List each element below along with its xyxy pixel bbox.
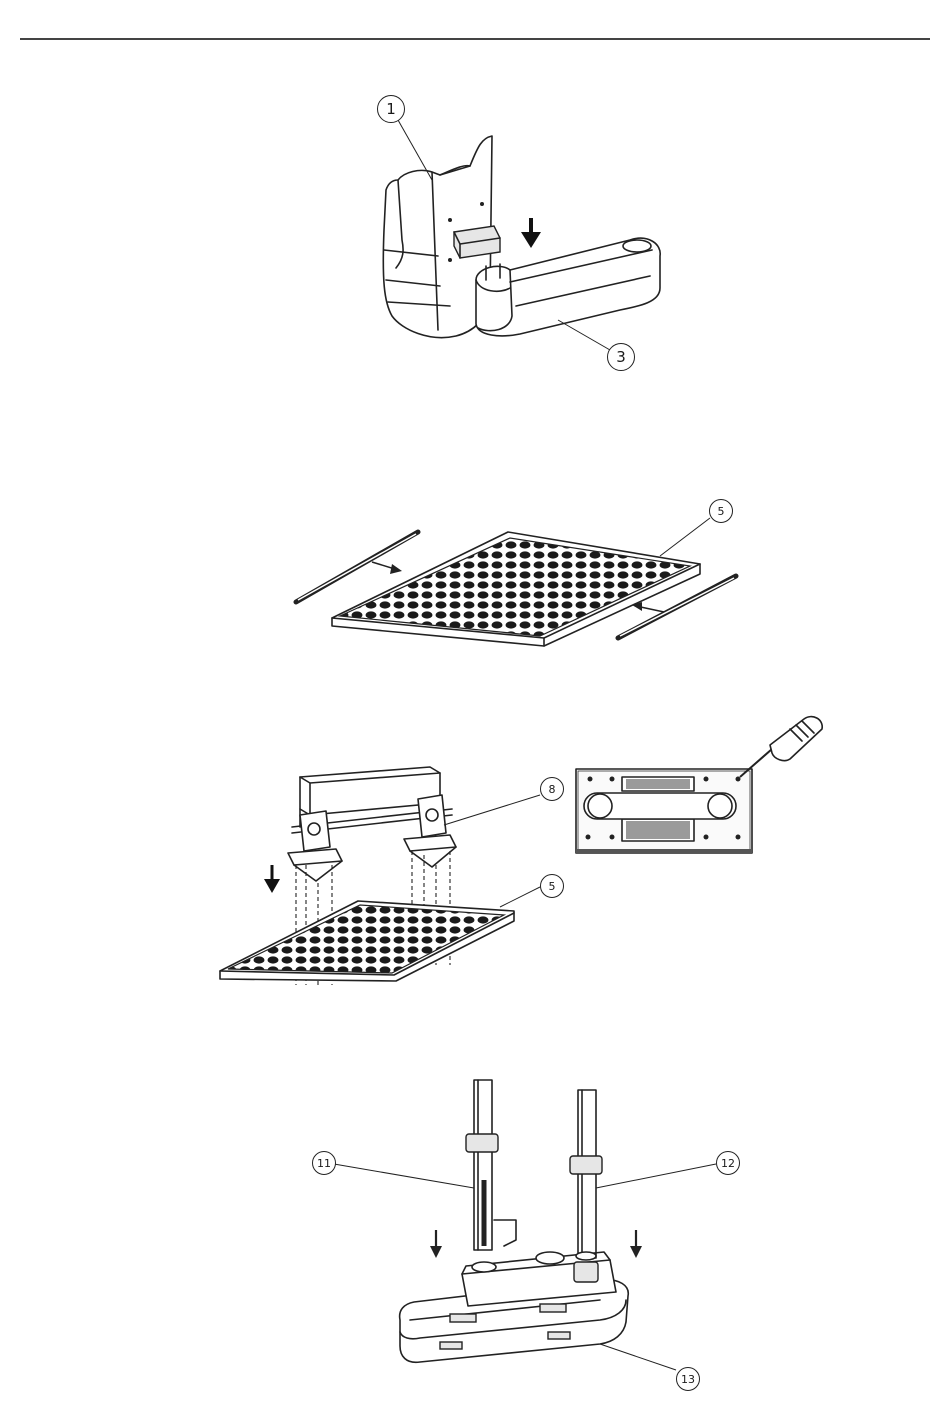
screwdriver-icon: [740, 717, 822, 777]
callout-5: 5: [709, 499, 733, 523]
callout-12: 12: [716, 1151, 740, 1175]
figure-1-drawing: [0, 80, 950, 380]
figure-3-drawing: [0, 715, 950, 995]
callout-13: 13: [676, 1367, 700, 1391]
figure-4-drawing: [0, 1070, 950, 1395]
callout-8: 8: [540, 777, 564, 801]
down-arrow-icon: [430, 1230, 442, 1258]
header-rule: [20, 38, 930, 40]
down-arrow-icon: [264, 865, 280, 893]
down-arrow-icon: [521, 218, 541, 248]
figure-3-seat-frame: 8 5: [0, 715, 950, 995]
right-arrow-icon: [372, 562, 402, 574]
figure-1-backrest-armrest: 1 3: [0, 80, 950, 380]
callout-3: 3: [607, 343, 635, 371]
callout-11: 11: [312, 1151, 336, 1175]
figure-2-drawing: [0, 490, 950, 665]
figure-2-seat-plate: 5: [0, 490, 950, 665]
figure-4-legs-base: 11 12 13: [0, 1070, 950, 1395]
down-arrow-icon: [630, 1230, 642, 1258]
detail-inset-plate: [576, 769, 752, 853]
callout-1: 1: [377, 95, 405, 123]
callout-5-frame: 5: [540, 874, 564, 898]
